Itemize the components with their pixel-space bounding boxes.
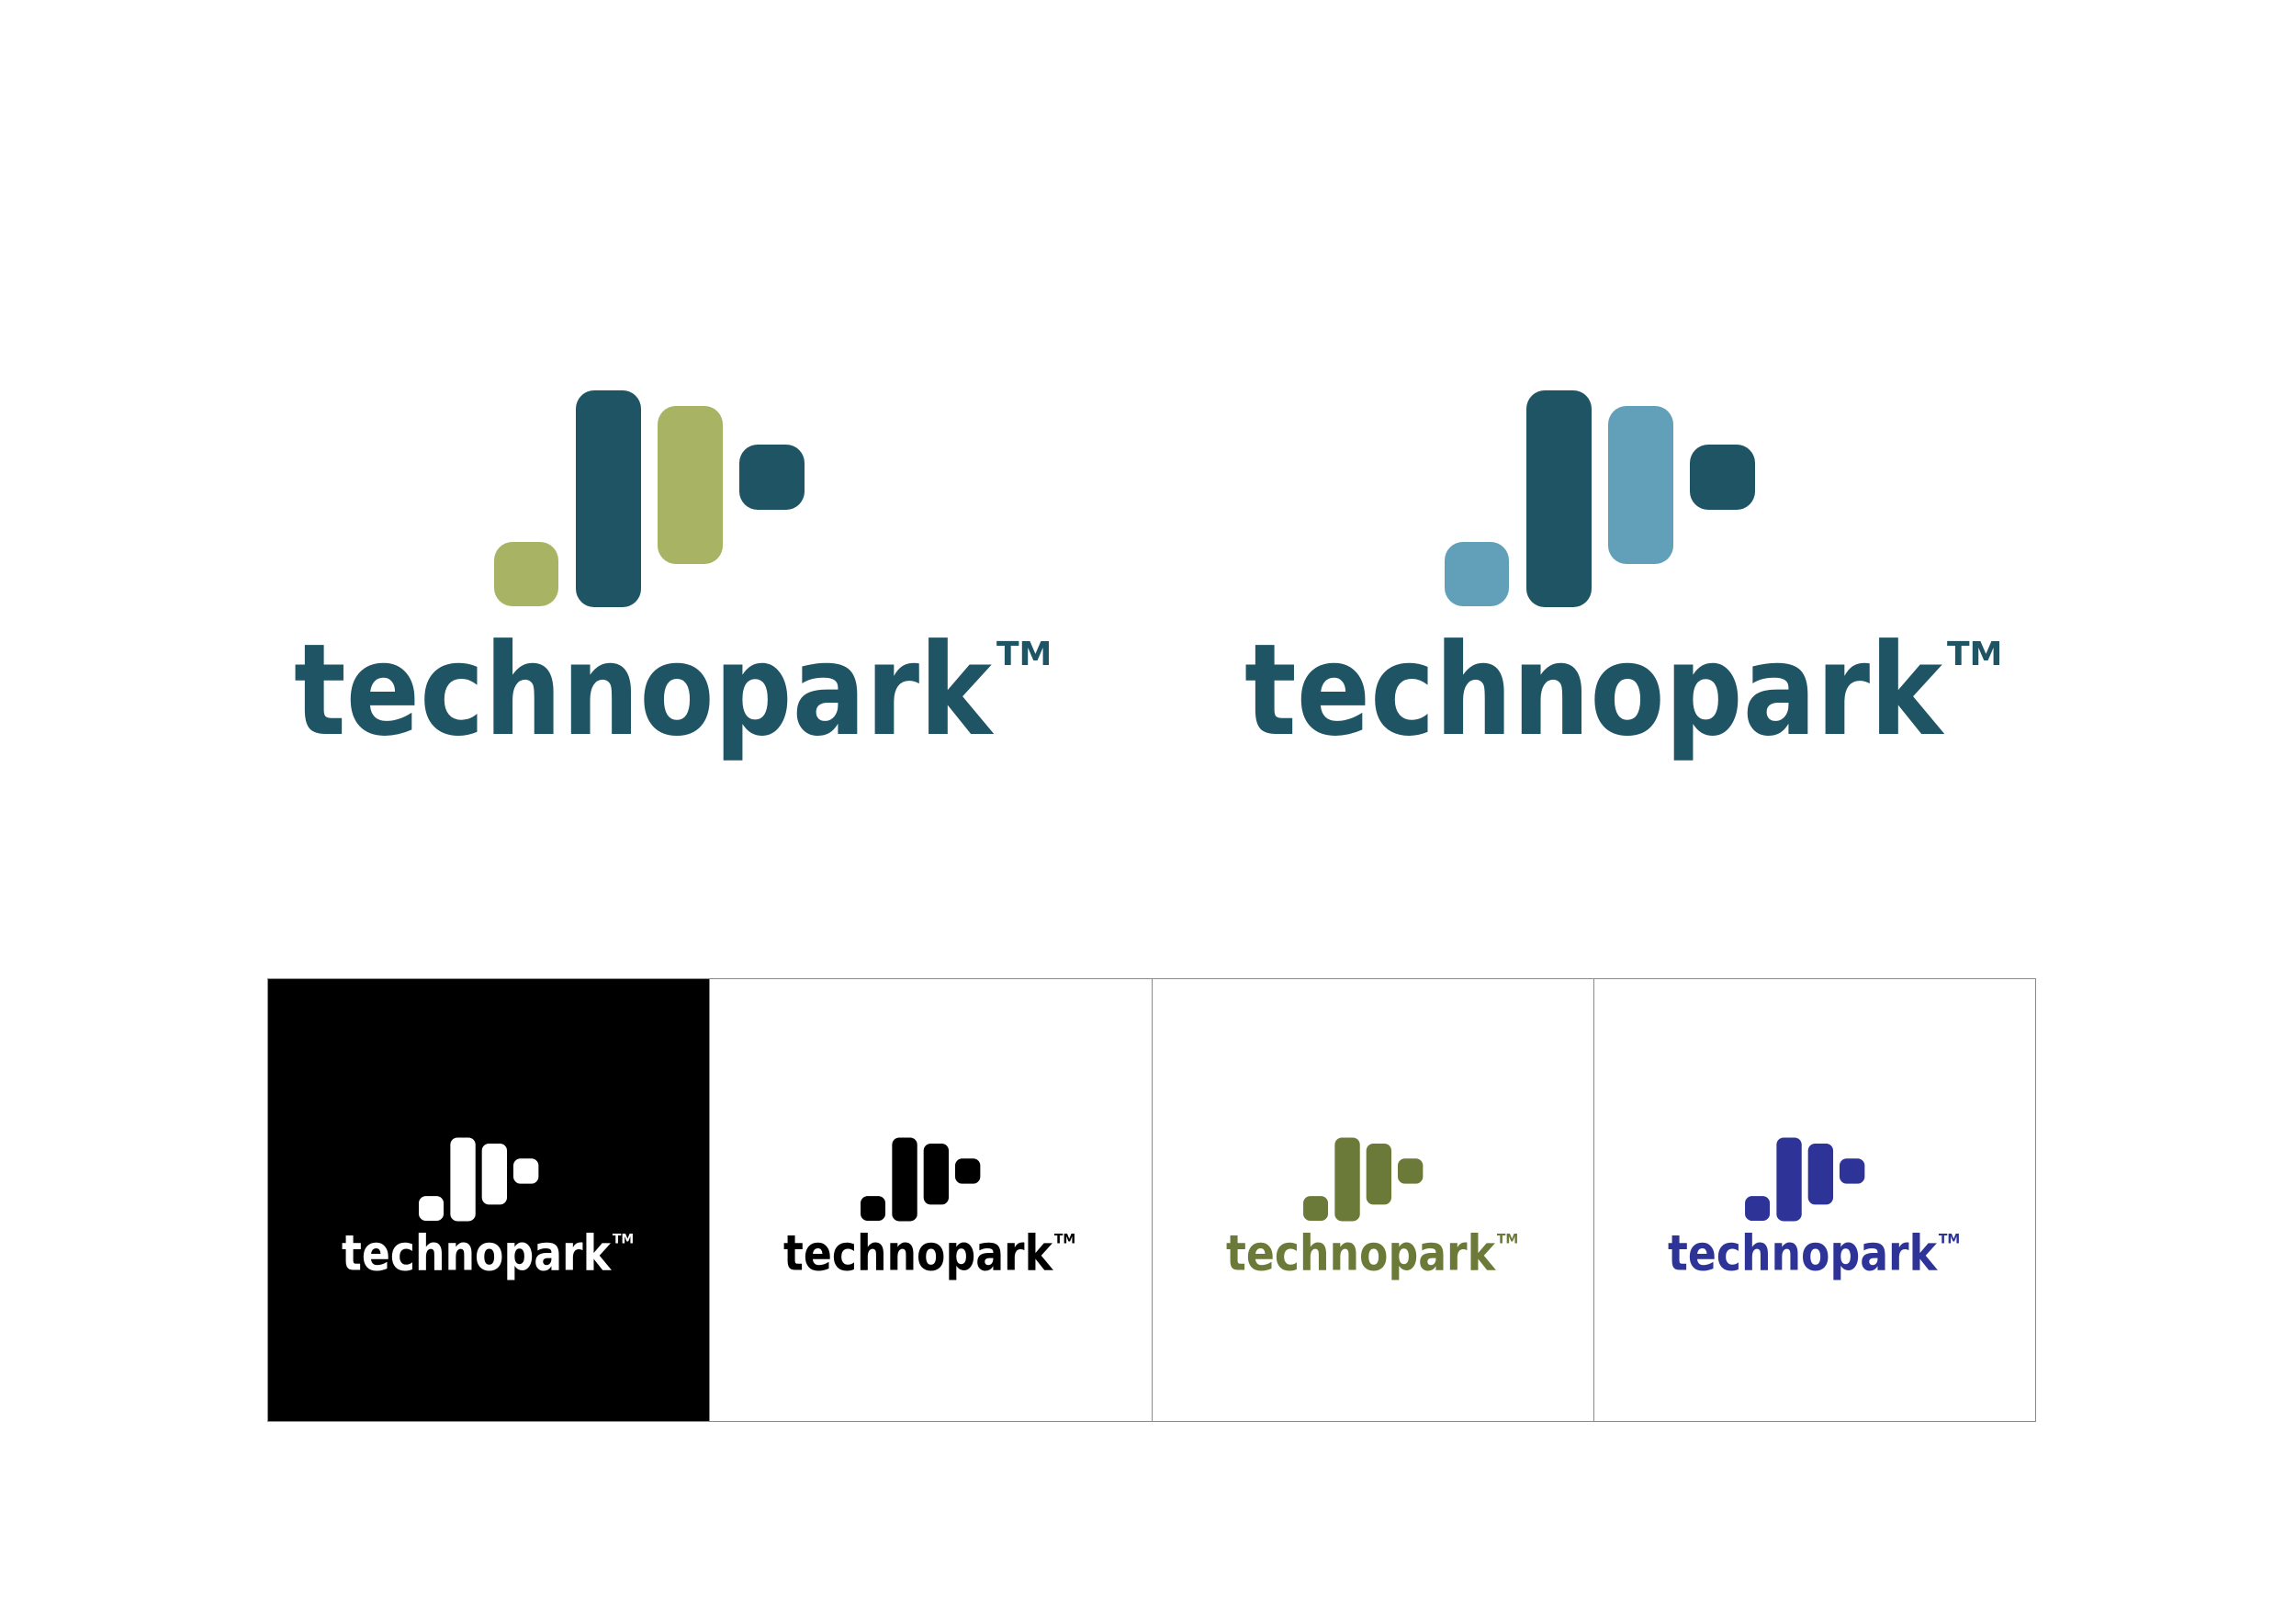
logo-bar-1 [494,542,558,606]
logo-primary-blue-svg: technopark TM [1244,390,2002,764]
logo-primary-green: technopark TM [294,384,1056,770]
logo-bar-1 [1302,1195,1328,1221]
logo-bar-2 [450,1136,476,1221]
logo-green: technopark TM [1226,1134,1520,1283]
logo-primary-blue: technopark TM [1244,384,2007,770]
logo-bar-3 [1366,1143,1391,1204]
panel-indigo-on-white: technopark TM [1593,979,2035,1421]
trademark-symbol: TM [1939,1232,1960,1246]
logo-bar-3 [1807,1143,1833,1204]
logo-bar-4 [739,445,805,510]
logo-indigo-svg: technopark TM [1668,1136,1960,1281]
trademark-symbol: TM [996,636,1052,673]
trademark-symbol: TM [1947,636,2002,673]
trademark-symbol: TM [1497,1232,1518,1246]
logo-black: technopark TM [783,1134,1077,1283]
logo-bar-1 [1744,1195,1770,1221]
trademark-symbol: TM [1054,1232,1075,1246]
logo-color-variants: technopark TM technopark TM technopa [267,978,2036,1422]
logo-bar-2 [1526,390,1592,607]
logo-bar-2 [1334,1136,1360,1221]
panel-white-on-black: technopark TM [268,979,710,1421]
logo-bar-2 [1776,1136,1802,1221]
logo-bar-3 [658,406,723,564]
logo-wordmark: technopark [1226,1224,1496,1281]
logo-bar-1 [419,1195,445,1221]
logo-bar-2 [576,390,641,607]
logo-bar-4 [513,1157,539,1184]
panel-green-on-white: technopark TM [1151,979,1593,1421]
logo-bar-3 [481,1143,508,1204]
logo-bar-2 [892,1136,918,1221]
logo-white-svg: technopark TM [342,1136,634,1281]
logo-bar-1 [1445,542,1509,606]
logo-bar-4 [1839,1157,1865,1184]
logo-indigo: technopark TM [1668,1134,1962,1283]
logo-bar-3 [924,1143,950,1204]
logo-primary-green-svg: technopark TM [294,390,1052,764]
logo-bar-4 [955,1157,981,1184]
logo-green-svg: technopark TM [1226,1136,1518,1281]
logo-bar-4 [1690,445,1755,510]
logo-wordmark: technopark [1668,1224,1938,1281]
logo-wordmark: technopark [783,1224,1053,1281]
logo-bar-4 [1397,1157,1423,1184]
logo-bar-1 [861,1195,886,1221]
trademark-symbol: TM [613,1232,634,1246]
logo-white: technopark TM [342,1134,636,1283]
logo-bar-3 [1608,406,1673,564]
logo-black-svg: technopark TM [783,1136,1076,1281]
logo-wordmark: technopark [1244,616,1945,764]
logo-wordmark: technopark [294,616,995,764]
logo-wordmark: technopark [342,1224,612,1281]
panel-black-on-white: technopark TM [709,979,1152,1421]
